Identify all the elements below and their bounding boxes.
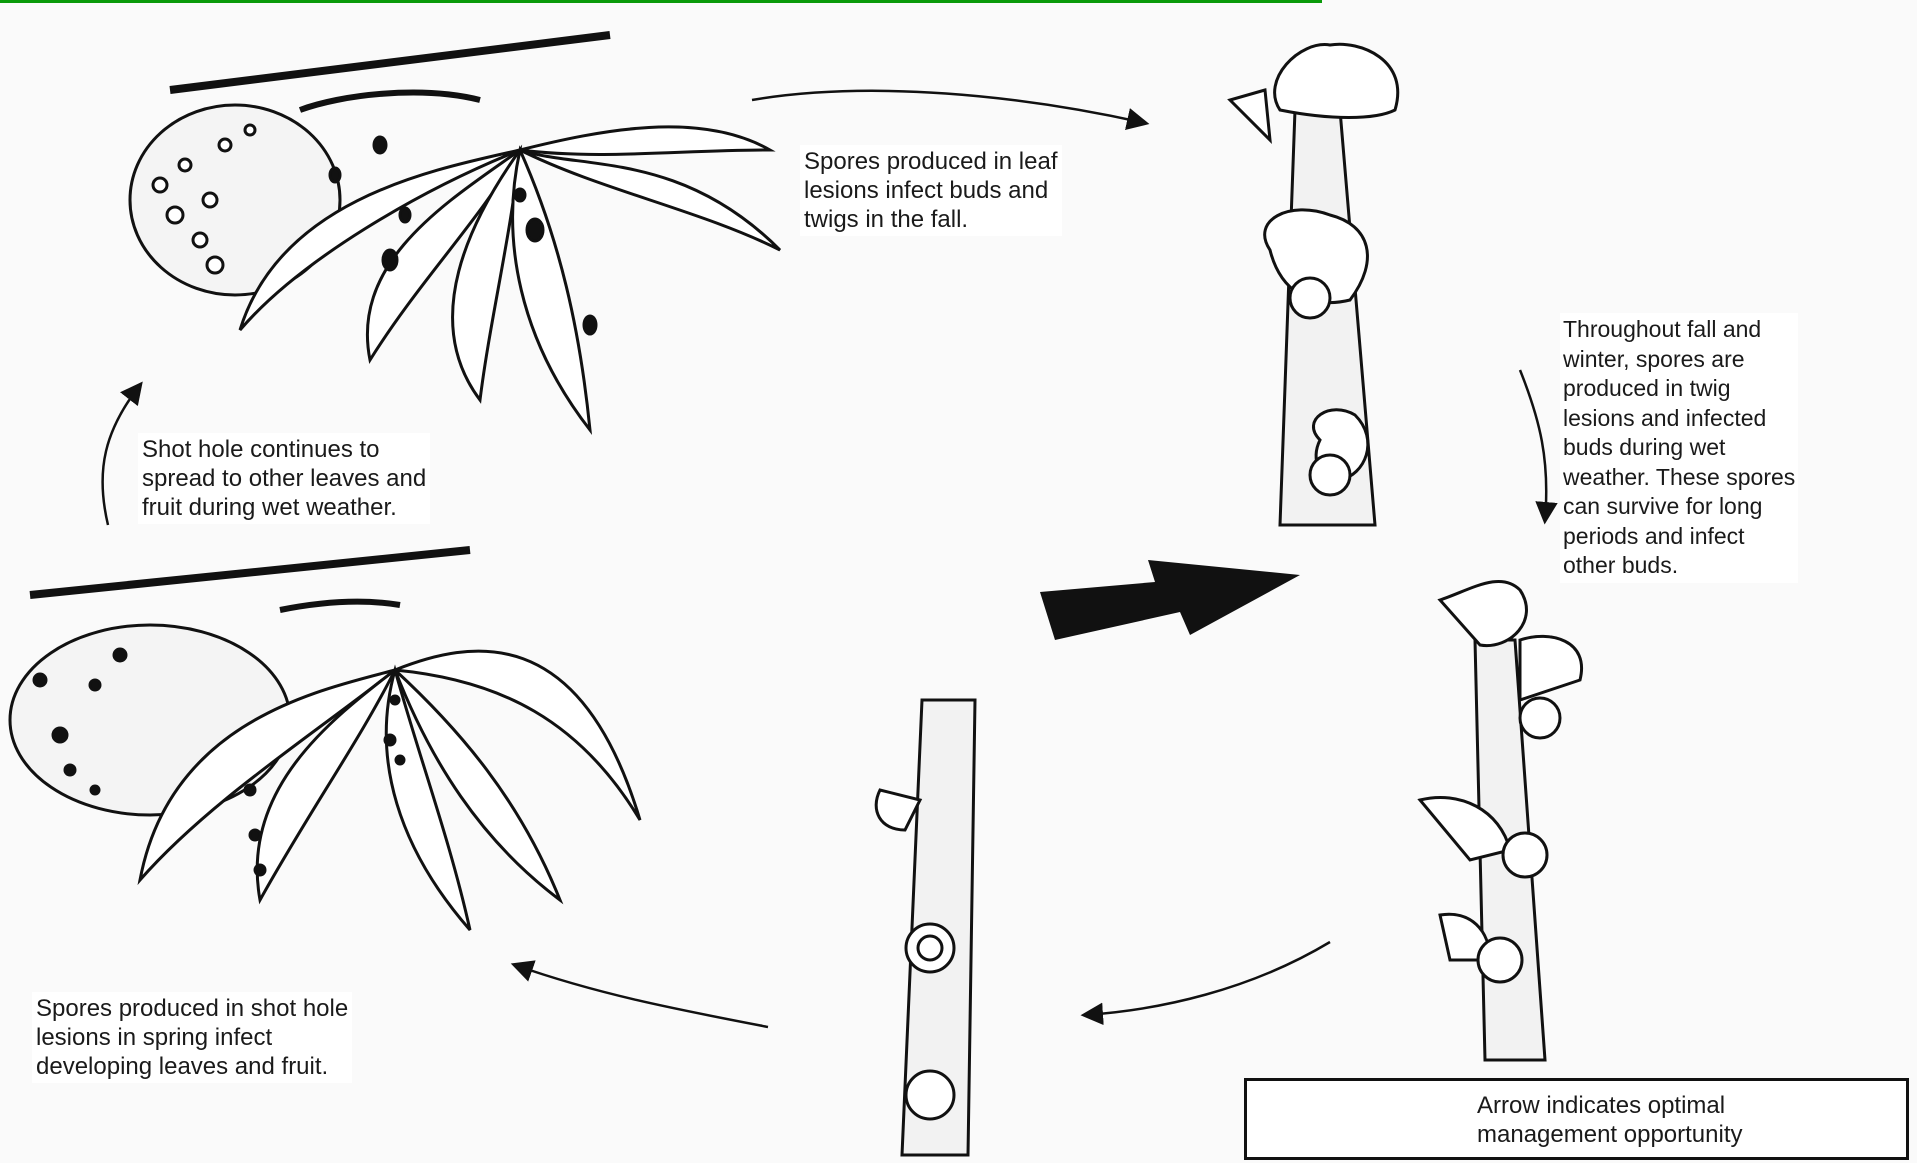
developing-fruit-leaves-bottom	[10, 550, 640, 930]
twig-with-lesions	[876, 700, 975, 1155]
caption-spring-infection: Spores produced in shot hole lesions in …	[32, 992, 352, 1083]
arrow-to-lower-twig-icon	[1085, 942, 1330, 1015]
caption-fall-infection: Spores produced in leaf lesions infect b…	[800, 145, 1062, 236]
arrow-down-right-icon	[1520, 370, 1546, 520]
management-arrow-icon	[1040, 560, 1300, 640]
arrow-to-twig-icon	[752, 91, 1145, 123]
legend-text: Arrow indicates optimal management oppor…	[1477, 1091, 1743, 1149]
caption-spread: Shot hole continues to spread to other l…	[138, 433, 430, 524]
infected-twig-2	[1420, 581, 1582, 1060]
arrow-to-leaves-icon	[515, 965, 768, 1027]
legend-box: Arrow indicates optimal management oppor…	[1244, 1078, 1909, 1160]
infected-twig-1	[1230, 44, 1398, 525]
caption-winter-survival: Throughout fall and winter, spores are p…	[1560, 313, 1798, 583]
arrow-up-left-icon	[103, 385, 140, 525]
infected-fruit-leaves-top	[130, 35, 780, 430]
